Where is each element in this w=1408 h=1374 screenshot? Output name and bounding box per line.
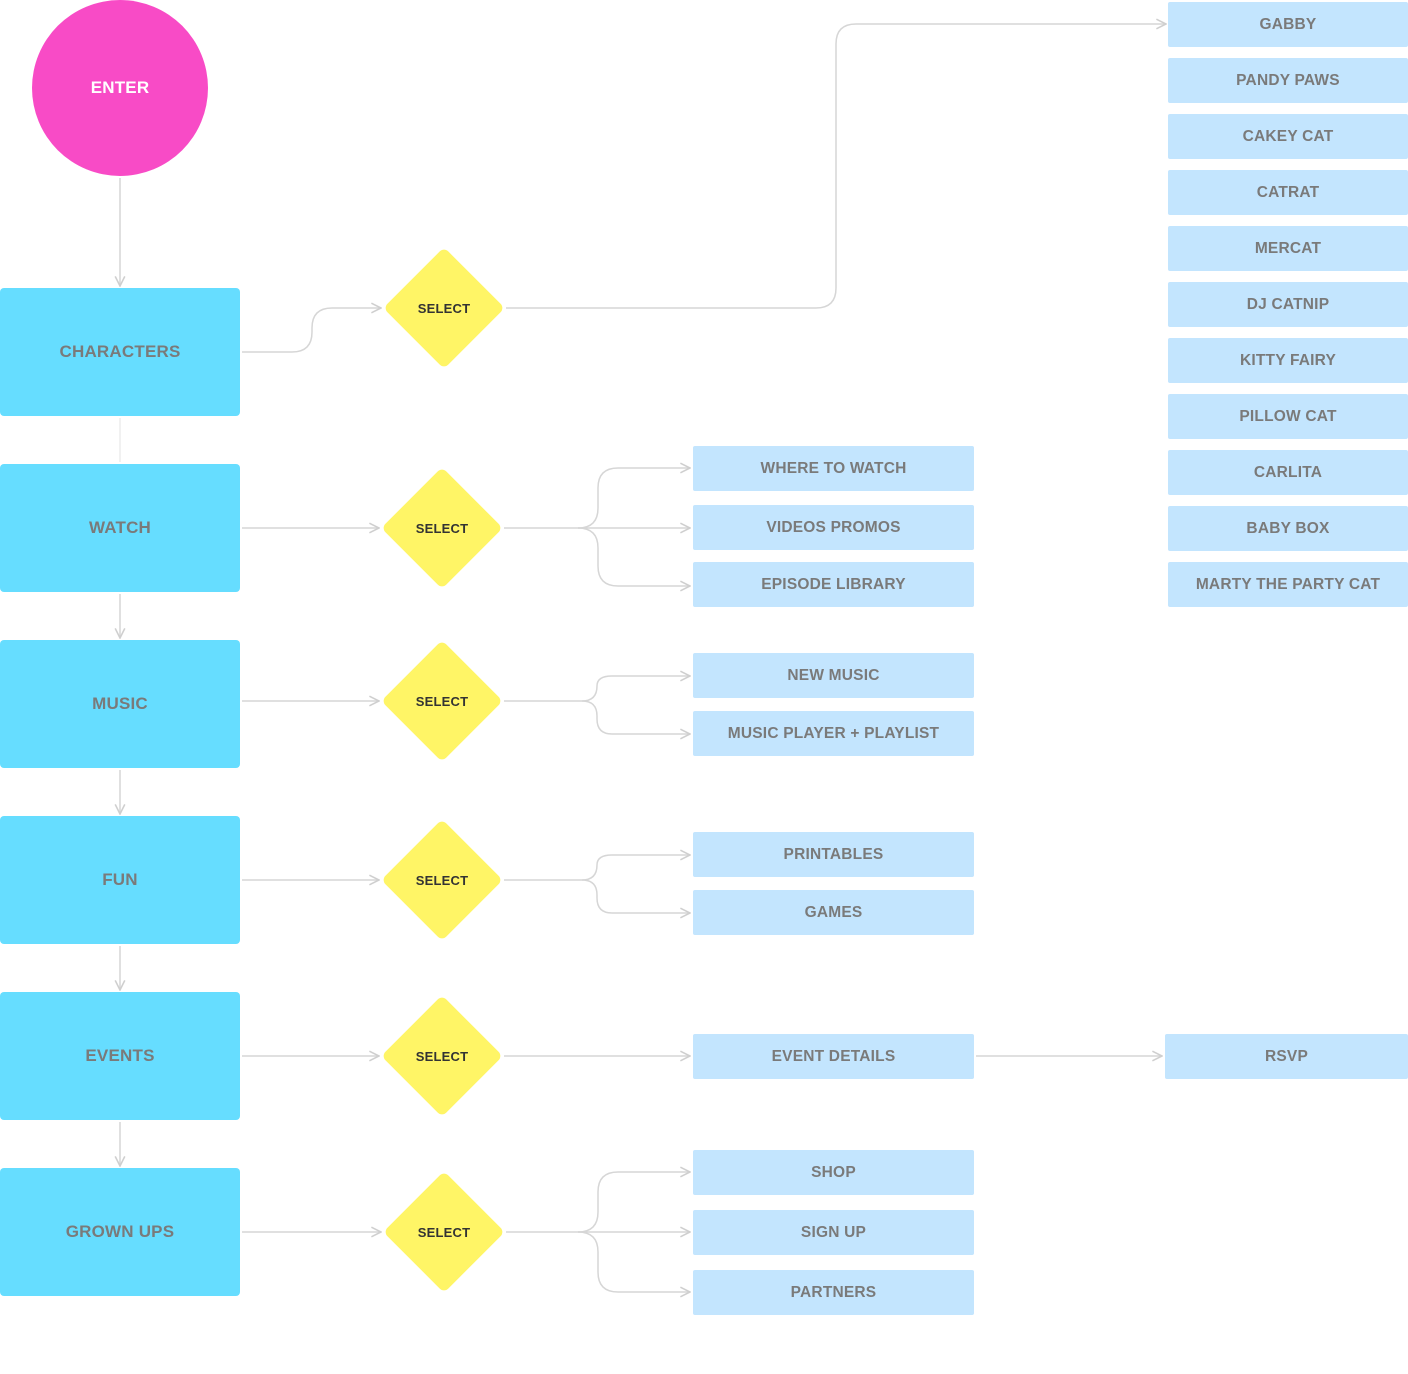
option-label: GABBY	[1259, 15, 1317, 33]
option-mercat[interactable]: MERCAT	[1168, 226, 1408, 271]
option-label: PARTNERS	[790, 1283, 877, 1301]
decision-music[interactable]: SELECT	[381, 640, 503, 762]
section-label: CHARACTERS	[59, 342, 181, 361]
section-watch[interactable]: WATCH	[0, 464, 240, 592]
section-label: GROWN UPS	[65, 1222, 175, 1241]
section-label: EVENTS	[85, 1046, 155, 1065]
option-label: WHERE TO WATCH	[760, 459, 907, 477]
option-label: MUSIC PLAYER + PLAYLIST	[727, 724, 940, 742]
decision-label: SELECT	[417, 1224, 471, 1240]
decision-fun[interactable]: SELECT	[381, 819, 503, 941]
option-label: PILLOW CAT	[1239, 407, 1337, 425]
option-label: CARLITA	[1253, 463, 1323, 481]
section-grown-ups[interactable]: GROWN UPS	[0, 1168, 240, 1296]
decision-watch[interactable]: SELECT	[381, 467, 503, 589]
option-label: RSVP	[1264, 1047, 1308, 1065]
decision-label: SELECT	[415, 872, 469, 888]
option-videos-promos[interactable]: VIDEOS PROMOS	[693, 505, 974, 550]
section-label: FUN	[102, 870, 138, 889]
section-characters[interactable]: CHARACTERS	[0, 288, 240, 416]
enter-node[interactable]: ENTER	[32, 0, 208, 176]
option-baby-box[interactable]: BABY BOX	[1168, 506, 1408, 551]
option-carlita[interactable]: CARLITA	[1168, 450, 1408, 495]
option-label: CATRAT	[1256, 183, 1320, 201]
option-rsvp[interactable]: RSVP	[1165, 1034, 1408, 1079]
option-label: PRINTABLES	[783, 845, 884, 863]
option-shop[interactable]: SHOP	[693, 1150, 974, 1195]
option-label: EVENT DETAILS	[771, 1047, 896, 1065]
option-cakey-cat[interactable]: CAKEY CAT	[1168, 114, 1408, 159]
option-marty-the-party-cat[interactable]: MARTY THE PARTY CAT	[1168, 562, 1408, 607]
decision-events[interactable]: SELECT	[381, 995, 503, 1117]
option-music-player-playlist[interactable]: MUSIC PLAYER + PLAYLIST	[693, 711, 974, 756]
connector-characters-options	[506, 24, 1166, 309]
option-new-music[interactable]: NEW MUSIC	[693, 653, 974, 698]
option-games[interactable]: GAMES	[693, 890, 974, 935]
option-sign-up[interactable]: SIGN UP	[693, 1210, 974, 1255]
option-kitty-fairy[interactable]: KITTY FAIRY	[1168, 338, 1408, 383]
section-label: MUSIC	[92, 694, 148, 713]
option-label: BABY BOX	[1246, 519, 1330, 537]
option-label: DJ CATNIP	[1246, 295, 1330, 313]
option-label: SHOP	[811, 1163, 856, 1181]
section-label: WATCH	[88, 518, 152, 537]
option-event-details[interactable]: EVENT DETAILS	[693, 1034, 974, 1079]
option-label: KITTY FAIRY	[1239, 351, 1337, 369]
decision-label: SELECT	[415, 1048, 469, 1064]
option-catrat[interactable]: CATRAT	[1168, 170, 1408, 215]
option-label: VIDEOS PROMOS	[766, 518, 901, 536]
section-fun[interactable]: FUN	[0, 816, 240, 944]
option-label: MARTY THE PARTY CAT	[1195, 575, 1381, 593]
connector-characters-select	[242, 308, 381, 353]
decision-grown-ups[interactable]: SELECT	[383, 1171, 505, 1293]
option-where-to-watch[interactable]: WHERE TO WATCH	[693, 446, 974, 491]
option-label: SIGN UP	[800, 1223, 867, 1241]
decision-label: SELECT	[417, 300, 471, 316]
option-label: PANDY PAWS	[1236, 71, 1340, 89]
decision-characters[interactable]: SELECT	[383, 247, 505, 369]
option-gabby[interactable]: GABBY	[1168, 2, 1408, 47]
enter-label: ENTER	[90, 78, 150, 97]
option-label: EPISODE LIBRARY	[761, 575, 906, 593]
option-label: CAKEY CAT	[1242, 127, 1334, 145]
option-pandy-paws[interactable]: PANDY PAWS	[1168, 58, 1408, 103]
decision-label: SELECT	[415, 520, 469, 536]
option-partners[interactable]: PARTNERS	[693, 1270, 974, 1315]
option-pillow-cat[interactable]: PILLOW CAT	[1168, 394, 1408, 439]
decision-label: SELECT	[415, 693, 469, 709]
option-label: MERCAT	[1254, 239, 1322, 257]
section-music[interactable]: MUSIC	[0, 640, 240, 768]
option-label: GAMES	[804, 903, 863, 921]
option-label: NEW MUSIC	[787, 666, 880, 684]
option-printables[interactable]: PRINTABLES	[693, 832, 974, 877]
option-episode-library[interactable]: EPISODE LIBRARY	[693, 562, 974, 607]
section-events[interactable]: EVENTS	[0, 992, 240, 1120]
option-dj-catnip[interactable]: DJ CATNIP	[1168, 282, 1408, 327]
